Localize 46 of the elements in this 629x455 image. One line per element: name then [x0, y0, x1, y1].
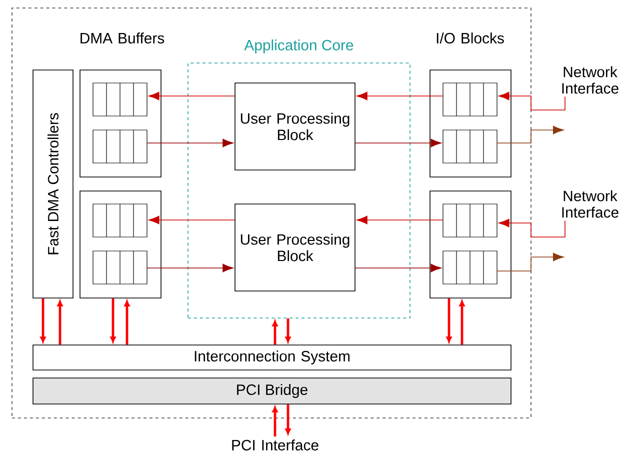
- arrow: [496, 252, 564, 272]
- interface-text: Network Interface: [562, 66, 618, 94]
- io-block-box: [430, 190, 512, 298]
- arrow: [355, 138, 442, 148]
- processing-block: User Processing Block: [234, 82, 356, 170]
- arrow: [146, 138, 234, 148]
- arrow: [272, 406, 278, 436]
- queue-box: [92, 82, 148, 116]
- arrow: [285, 404, 291, 434]
- interface-text: PCI Interface: [232, 440, 318, 450]
- heading-text: I/O Blocks: [436, 32, 504, 44]
- arrow: [459, 300, 465, 345]
- arrow: [148, 92, 235, 100]
- arrow: [355, 264, 442, 272]
- dashed-frame: [12, 8, 532, 418]
- arrow: [40, 298, 46, 343]
- arrow: [148, 216, 235, 224]
- queue-box: [92, 250, 148, 284]
- bus-bar: Interconnection System: [32, 344, 512, 370]
- controller-box: Fast DMA Controllers: [32, 70, 74, 298]
- node-label: Application Core: [244, 39, 354, 54]
- arrow: [110, 298, 116, 343]
- queue-box: [442, 250, 498, 284]
- buffer-box: [80, 70, 162, 178]
- arrow: [496, 126, 564, 144]
- io-block-box: [430, 70, 512, 178]
- queue-box: [442, 204, 498, 238]
- arrow: [356, 92, 444, 100]
- queue-box: [442, 130, 498, 164]
- arrow: [146, 264, 234, 272]
- arrow: [272, 320, 278, 345]
- heading-text: DMA Buffers: [80, 32, 164, 44]
- arrow: [498, 92, 566, 110]
- queue-box: [92, 130, 148, 164]
- buffer-box: [80, 190, 162, 298]
- arrow: [285, 318, 291, 343]
- queue-box: [442, 82, 498, 116]
- arrow: [498, 218, 566, 238]
- arrow: [356, 216, 444, 224]
- arrow: [57, 300, 63, 345]
- processing-block: User Processing Block: [234, 204, 356, 292]
- queue-box: [92, 204, 148, 238]
- arrow: [446, 298, 452, 343]
- bridge-bar: PCI Bridge: [32, 378, 512, 404]
- interface-text: Network Interface: [562, 190, 618, 218]
- arrow: [124, 300, 130, 345]
